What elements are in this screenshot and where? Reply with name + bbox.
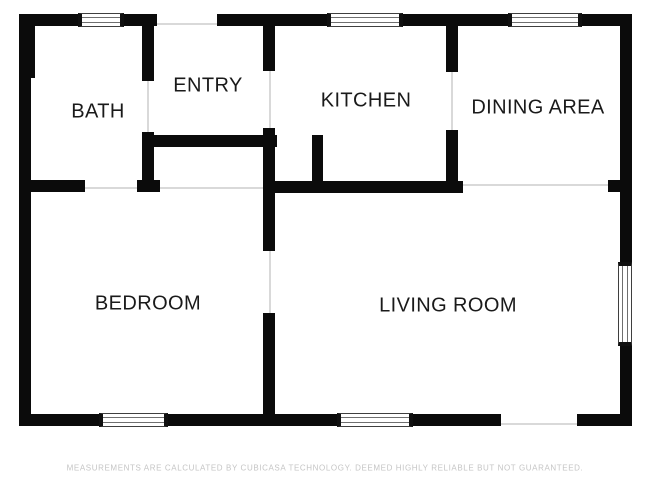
bath-entry-opening xyxy=(147,81,149,132)
room-label-dining: DINING AREA xyxy=(471,96,605,119)
bath-window-pane xyxy=(82,17,120,23)
rear-door-opening xyxy=(501,423,577,425)
wall-exterior-right-upper xyxy=(620,14,632,262)
kitchen-window xyxy=(327,13,403,27)
wall-kitchen-dining-lower xyxy=(446,130,458,192)
room-label-living: LIVING ROOM xyxy=(379,294,517,317)
dining-window-pane xyxy=(512,17,578,23)
bath-bedroom-opening xyxy=(85,187,137,189)
front-door-opening xyxy=(157,23,217,25)
bedroom-window xyxy=(99,413,168,427)
wall-exterior-right-lower xyxy=(620,346,632,426)
wall-bath-west-nub xyxy=(31,26,35,78)
bedroom-door-opening xyxy=(160,187,263,189)
wall-dining-living-nub xyxy=(608,180,620,192)
living-east-window xyxy=(618,262,632,346)
wall-center-divider-lower xyxy=(263,313,275,426)
dining-living-opening xyxy=(463,184,608,186)
kitchen-dining-opening xyxy=(451,72,453,130)
wall-bath-east-foot xyxy=(137,180,160,192)
wall-kitchen-dining-upper xyxy=(446,26,458,72)
room-label-entry: ENTRY xyxy=(173,74,243,97)
wall-entry-kitchen-upper xyxy=(263,26,275,71)
kitchen-window-pane xyxy=(331,17,399,23)
bath-window xyxy=(78,13,124,27)
entry-kitchen-opening xyxy=(269,71,271,128)
wall-kitchen-west-stub xyxy=(312,135,323,181)
room-label-kitchen: KITCHEN xyxy=(320,89,412,112)
wall-kitchen-south xyxy=(263,181,463,193)
bedroom-living-opening xyxy=(269,251,271,313)
bedroom-window-pane xyxy=(103,417,164,423)
dining-window xyxy=(508,13,582,27)
living-window xyxy=(337,413,413,427)
living-east-window-pane xyxy=(622,266,628,342)
wall-exterior-bottom-left xyxy=(19,414,501,426)
wall-entry-south xyxy=(142,135,277,147)
wall-bedroom-north xyxy=(19,180,85,192)
living-window-pane xyxy=(341,417,409,423)
disclaimer-text: MEASUREMENTS ARE CALCULATED BY CUBICASA … xyxy=(66,463,584,473)
room-label-bath: BATH xyxy=(71,100,125,123)
wall-exterior-bottom-right xyxy=(577,414,632,426)
room-label-bedroom: BEDROOM xyxy=(94,292,202,315)
wall-bath-east-upper xyxy=(142,26,154,81)
wall-exterior-left xyxy=(19,14,31,426)
